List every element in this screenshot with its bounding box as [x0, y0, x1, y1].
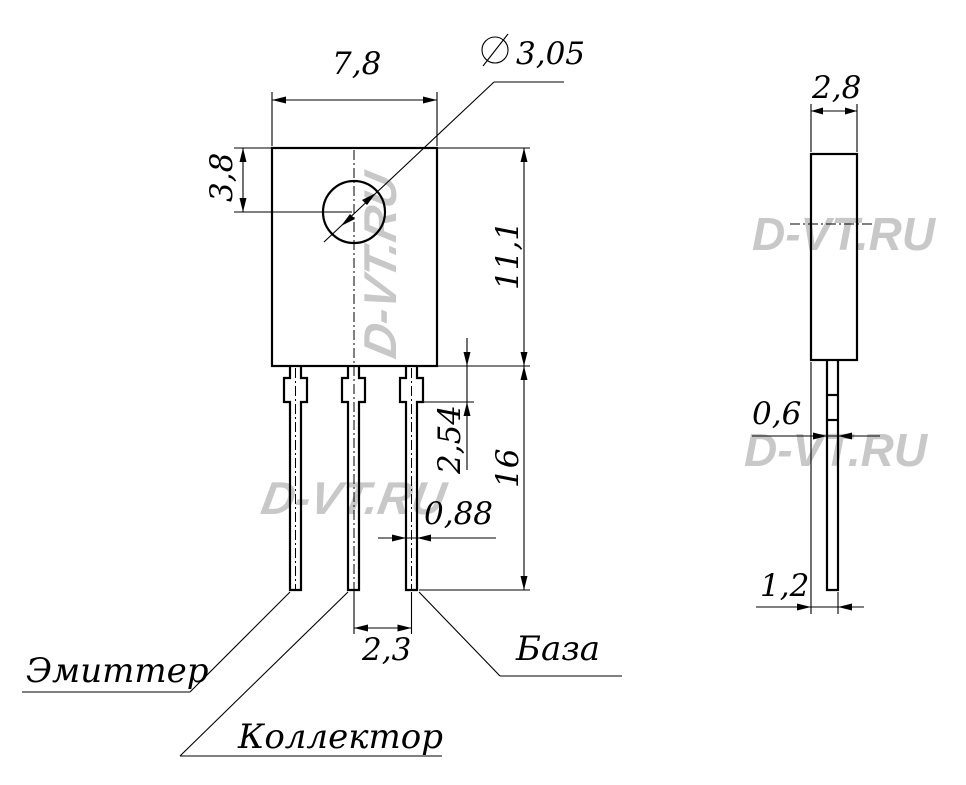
side-lead	[825, 360, 840, 592]
dim-lead-step-label: 1,2	[760, 568, 809, 604]
pin-label-emitter: Эмиттер	[26, 651, 208, 691]
dim-lead-thickness-label: 0,6	[752, 396, 801, 432]
dim-lead-wide-label: 2,54	[432, 405, 468, 475]
dim-hole-diameter-label: 3,05	[516, 36, 585, 72]
front-view: 7,8 3,05 3,8	[22, 33, 622, 757]
dim-lead-length: 16	[419, 366, 530, 591]
side-body	[809, 152, 859, 362]
dim-lead-step: 1,2	[756, 362, 864, 614]
dim-body-height: 11,1	[437, 147, 530, 367]
pin-label-collector: Коллектор	[237, 717, 443, 757]
dim-hole-diameter: 3,05	[323, 33, 585, 243]
dim-side-thickness: 2,8	[810, 70, 861, 152]
pin-leaders	[22, 591, 622, 757]
dim-lead-thickness: 0,6	[752, 396, 880, 440]
watermark-side-middle: D-VT.RU	[744, 424, 929, 476]
dim-lead-width: 0,88	[378, 496, 496, 542]
dim-lead-width-label: 0,88	[424, 496, 493, 532]
dim-side-thickness-label: 2,8	[811, 70, 861, 106]
dim-lead-length-label: 16	[490, 449, 526, 488]
lead-collector	[340, 366, 367, 592]
diameter-icon	[481, 33, 509, 67]
lead-base	[398, 366, 425, 592]
dim-body-height-label: 11,1	[490, 221, 526, 290]
dim-body-width: 7,8	[271, 46, 438, 146]
watermark-side-top: D-VT.RU	[752, 208, 937, 260]
lead-emitter	[282, 366, 309, 592]
dim-hole-offset-label: 3,8	[204, 153, 240, 202]
dim-lead-wide: 2,54	[423, 338, 474, 475]
dim-lead-pitch-label: 2,3	[361, 632, 411, 668]
side-view: 2,8 0,6 1,2	[752, 70, 880, 614]
dim-hole-offset: 3,8	[204, 147, 352, 213]
pin-label-base: База	[515, 629, 600, 669]
dim-body-width-label: 7,8	[332, 46, 381, 82]
watermark-front-vertical: D-VT.RU	[354, 167, 405, 362]
dim-lead-pitch: 2,3	[353, 592, 413, 668]
